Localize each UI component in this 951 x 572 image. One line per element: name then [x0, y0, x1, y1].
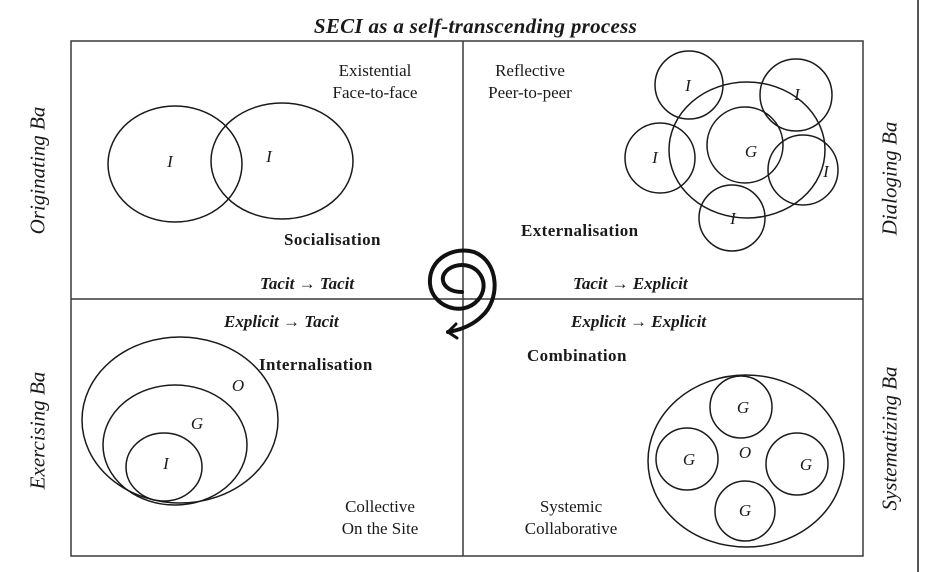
process-socialisation: Socialisation: [284, 230, 381, 249]
label-socialisation-1: I: [166, 152, 174, 171]
label-externalisation-2: I: [793, 85, 801, 104]
organization-circle: [81, 336, 279, 504]
label-internalisation-2: G: [191, 414, 203, 433]
individual-circle-left: [624, 122, 696, 194]
qualifier-reflective: Reflective: [495, 61, 565, 80]
label-externalisation-1: I: [684, 76, 692, 95]
diagram-title: SECI as a self-transcending process: [313, 14, 638, 38]
side-label-systematizing-ba: Systematizing Ba: [877, 366, 902, 511]
qualifier-collective: Collective: [345, 497, 415, 516]
label-combination-3: O: [739, 443, 751, 462]
spiral-icon: [427, 248, 497, 340]
qualifier-collaborative: Collaborative: [524, 519, 618, 538]
qualifier-systemic: Systemic: [539, 497, 603, 516]
side-label-dialoging-ba: Dialoging Ba: [877, 121, 902, 236]
label-externalisation-5: I: [729, 209, 737, 228]
socialisation-circles: [107, 102, 354, 223]
combination-qualifiers: Systemic Collaborative: [496, 496, 646, 540]
circle-letters: I I I I I I I G O G I G G O G G: [162, 76, 830, 520]
conversion-explicit-tacit: Explicit → Tacit: [224, 312, 339, 331]
process-internalisation: Internalisation: [259, 355, 373, 374]
individual-circle-top-right: [759, 58, 833, 132]
group-circle-outer: [668, 81, 826, 219]
group-circle-right: [765, 432, 829, 496]
label-internalisation-3: I: [162, 454, 170, 473]
socialisation-qualifiers: Existential Face-to-face: [300, 60, 450, 104]
qualifier-peer-to-peer: Peer-to-peer: [488, 83, 572, 102]
group-circle-inner: [706, 106, 784, 184]
process-externalisation: Externalisation: [521, 221, 639, 240]
label-socialisation-2: I: [265, 147, 273, 166]
label-combination-5: G: [739, 501, 751, 520]
side-label-originating-ba: Originating Ba: [25, 106, 50, 235]
process-combination: Combination: [527, 346, 627, 365]
label-combination-4: G: [800, 455, 812, 474]
label-combination-2: G: [683, 450, 695, 469]
combination-circles: [647, 374, 845, 548]
individual-circle: [125, 432, 203, 502]
label-externalisation-3: I: [651, 148, 659, 167]
label-combination-1: G: [737, 398, 749, 417]
individual-circle-bottom: [698, 184, 766, 252]
label-externalisation-4: I: [822, 162, 830, 181]
individual-circle-right: [210, 102, 354, 220]
organization-circle: [647, 374, 845, 548]
externalisation-circles: [624, 50, 839, 252]
conversion-tacit-explicit: Tacit → Explicit: [573, 274, 688, 293]
group-circle: [102, 384, 248, 506]
qualifier-existential: Existential: [338, 61, 412, 80]
externalisation-qualifiers: Reflective Peer-to-peer: [470, 60, 590, 104]
individual-circle-left: [107, 105, 243, 223]
side-label-exercising-ba: Exercising Ba: [25, 371, 50, 490]
label-externalisation-6: G: [745, 142, 757, 161]
conversion-tacit-tacit: Tacit → Tacit: [260, 274, 355, 293]
group-circle-left: [655, 427, 719, 491]
group-circle-bottom: [714, 480, 776, 542]
group-circle-top: [709, 375, 773, 439]
conversion-explicit-explicit: Explicit → Explicit: [571, 312, 707, 331]
individual-circle-right: [767, 134, 839, 206]
qualifier-on-the-site: On the Site: [341, 519, 419, 538]
internalisation-circles: [81, 336, 279, 506]
label-internalisation-1: O: [232, 376, 244, 395]
internalisation-qualifiers: Collective On the Site: [305, 496, 455, 540]
qualifier-face-to-face: Face-to-face: [332, 83, 418, 102]
